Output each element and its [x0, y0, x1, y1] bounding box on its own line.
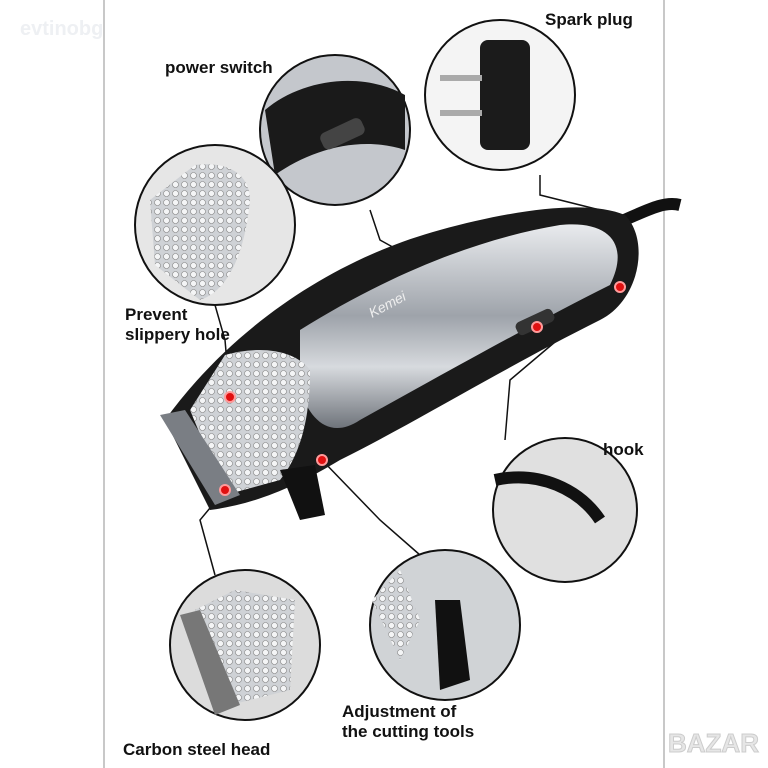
- label-slippery-hole-2: slippery hole: [125, 325, 230, 344]
- label-spark-plug: Spark plug: [545, 10, 633, 29]
- divider-right: [663, 0, 665, 768]
- label-power-switch: power switch: [165, 58, 273, 77]
- callout-dots: [219, 281, 626, 496]
- label-hook: hook: [603, 440, 644, 459]
- watermark-evtinobg: evtinobg: [20, 18, 104, 40]
- label-slippery-hole-1: Prevent: [125, 305, 188, 324]
- clipper-body: [160, 207, 639, 520]
- label-adjustment-1: Adjustment of: [342, 702, 457, 721]
- divider-left: [103, 0, 105, 768]
- label-adjustment-2: the cutting tools: [342, 722, 475, 741]
- watermark-bazar: BAZAR: [668, 728, 760, 759]
- label-carbon-head: Carbon steel head: [123, 740, 271, 759]
